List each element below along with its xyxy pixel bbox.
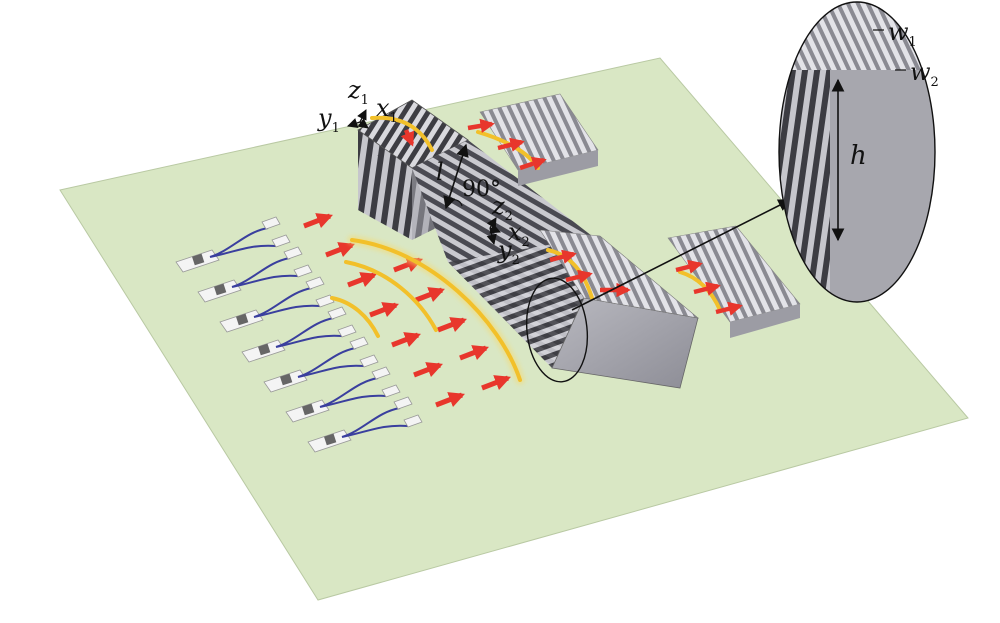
l-dimension-arrow [443, 143, 469, 210]
zoom-pointer-arrow [571, 199, 792, 311]
label-y2: y2 [497, 236, 520, 268]
label-z1: z1 [347, 76, 369, 108]
label-angle: 90° [462, 177, 501, 202]
label-w2: w2 [910, 58, 939, 90]
chip-unit-6 [285, 366, 401, 423]
input-chip-array [175, 216, 423, 453]
label-w1: w1 [888, 18, 917, 50]
diffracted-beam-arcs [330, 115, 722, 385]
zoom-source-ellipse [525, 277, 589, 383]
chip-unit-4 [241, 306, 357, 363]
chip-unit-7 [307, 396, 423, 453]
label-l: l [436, 158, 444, 186]
grating-block-2 [412, 140, 700, 389]
zoom-inset-border [778, 1, 936, 303]
chip-unit-3 [219, 276, 335, 333]
chip-unit-5 [263, 336, 379, 393]
incident-beam-arrows [303, 213, 511, 408]
axes-1 [347, 109, 369, 129]
label-y1: y1 [317, 104, 340, 136]
angle-arc [451, 199, 463, 207]
chip-unit-1 [175, 216, 291, 273]
label-z2: z2 [491, 192, 513, 224]
label-h: h [850, 141, 867, 171]
grating-beam-arrows [400, 118, 743, 316]
axes-2 [486, 217, 501, 246]
chip-unit-2 [197, 246, 313, 303]
label-x1: x1 [376, 94, 398, 126]
label-x2: x2 [508, 218, 530, 250]
